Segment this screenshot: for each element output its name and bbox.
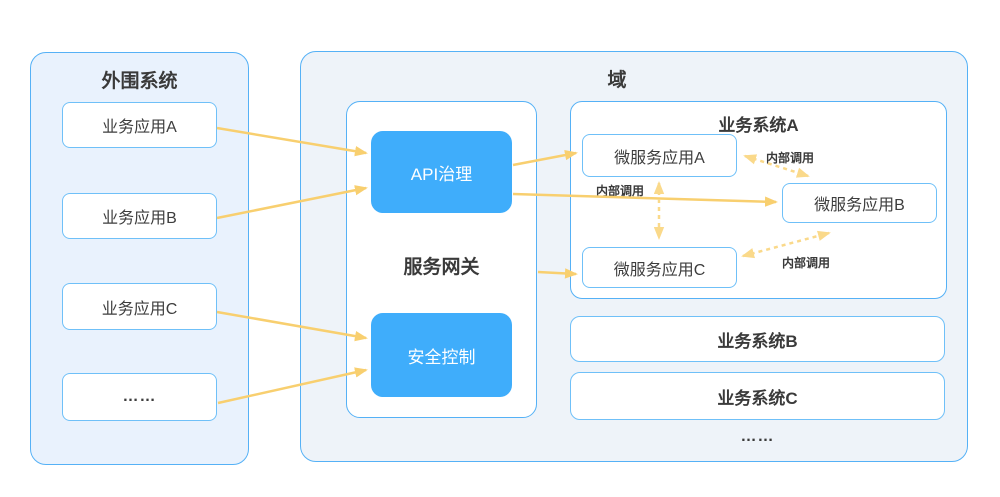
- node-business-app-c: 业务应用C: [62, 283, 217, 330]
- peripheral-systems-title: 外围系统: [101, 71, 178, 92]
- module-security-control: 安全控制: [371, 313, 512, 397]
- node-microservice-c: 微服务应用C: [582, 247, 737, 288]
- business-system-a-title: 业务系统A: [718, 116, 799, 135]
- internal-call-label-ab: 内部调用: [766, 151, 815, 165]
- internal-call-label-cb: 内部调用: [782, 256, 831, 270]
- node-business-system-b: 业务系统B: [570, 316, 945, 362]
- internal-call-label-ac: 内部调用: [596, 184, 645, 198]
- service-gateway-title: 服务网关: [403, 257, 480, 278]
- module-api-governance: API治理: [371, 131, 512, 213]
- node-business-app-a: 业务应用A: [62, 102, 217, 148]
- node-business-system-c: 业务系统C: [570, 372, 945, 420]
- node-microservice-b: 微服务应用B: [782, 183, 937, 223]
- node-business-app-b: 业务应用B: [62, 193, 217, 239]
- node-business-app-ellipsis: ……: [62, 373, 217, 421]
- node-microservice-a: 微服务应用A: [582, 134, 737, 177]
- domain-ellipsis: ……: [740, 428, 775, 445]
- domain-title: 域: [607, 70, 627, 91]
